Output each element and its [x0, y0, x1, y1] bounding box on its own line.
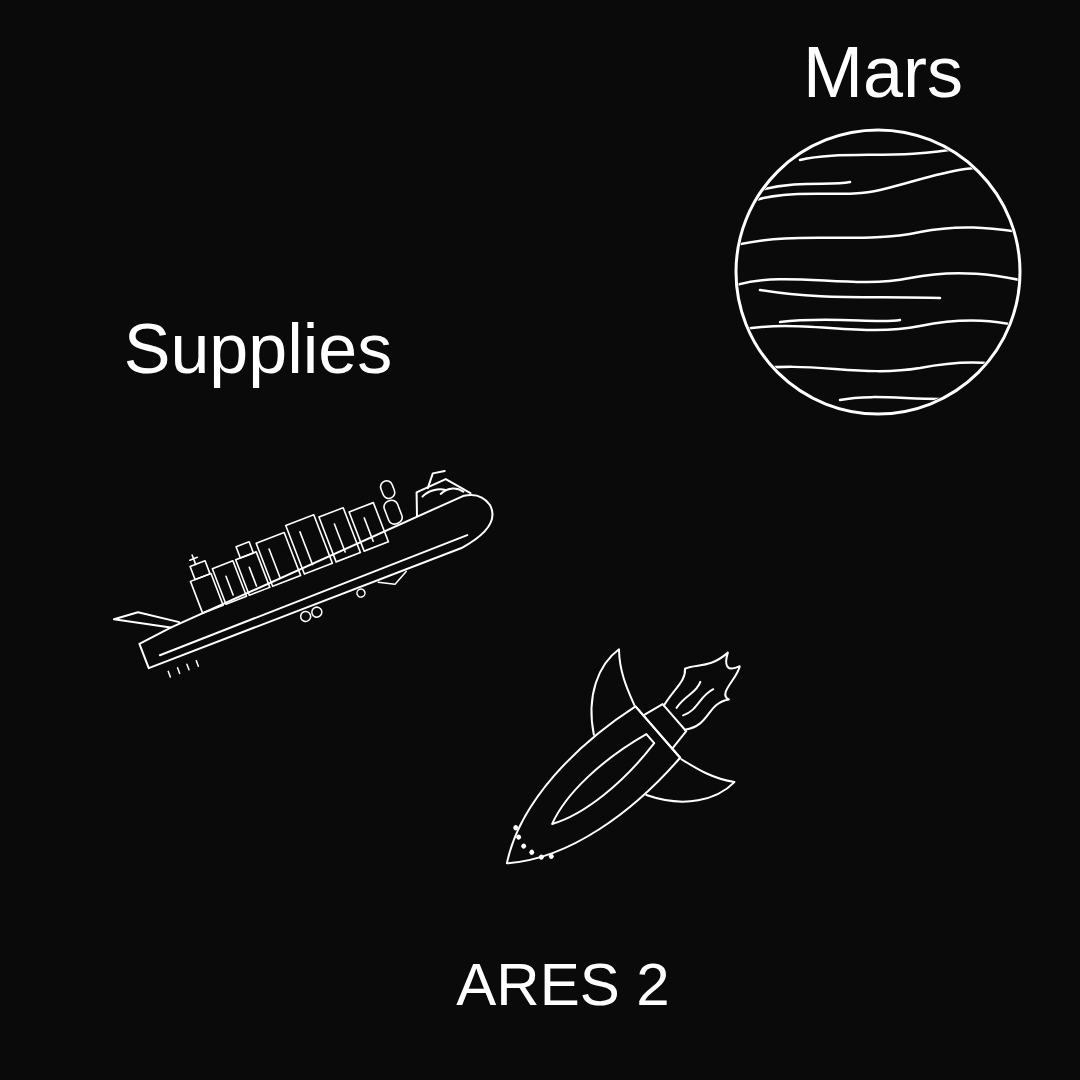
cargo-ship-drawing [102, 449, 506, 689]
planet-label: Mars [803, 36, 963, 108]
rocket-drawing [449, 597, 795, 930]
planet-drawing [736, 130, 1020, 414]
rocket-label: ARES 2 [456, 955, 669, 1015]
cargo-label: Supplies [124, 314, 393, 384]
